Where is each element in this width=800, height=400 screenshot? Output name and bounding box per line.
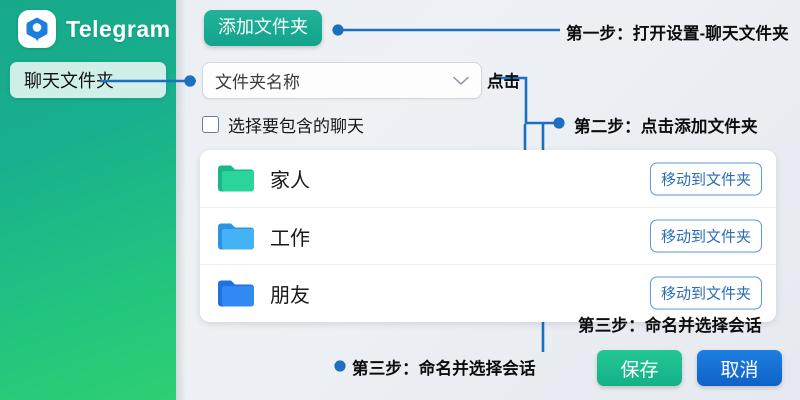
telegram-logo-icon [18,10,56,48]
folder-name-input[interactable]: 文件夹名称 [202,62,482,99]
annotation-step-1: 第一步：打开设置-聊天文件夹 [566,25,789,43]
folder-name: 家人 [270,170,310,192]
table-row[interactable]: 家人 移动到文件夹 [200,150,776,207]
folder-icon [218,280,254,306]
folder-name-value: 文件夹名称 [215,73,300,92]
folder-icon [218,223,254,249]
annotation-click-label: 点击 [487,73,520,91]
folder-icon [218,165,254,192]
add-folder-button[interactable]: 添加文件夹 [204,10,322,46]
folder-list-card: 家人 移动到文件夹 工作 移动到文件夹 朋友 移动到文件夹 [200,150,776,322]
move-to-folder-button[interactable]: 移动到文件夹 [649,219,762,253]
folder-name: 朋友 [270,284,310,307]
move-to-folder-button[interactable]: 移动到文件夹 [649,276,762,310]
table-row[interactable]: 工作 移动到文件夹 [200,207,776,264]
cancel-button[interactable]: 取消 [697,350,782,386]
include-chats-checkbox[interactable] [202,116,219,133]
include-chats-checkbox-row[interactable]: 选择要包含的聊天 [202,112,364,137]
table-row[interactable]: 朋友 移动到文件夹 [200,264,776,321]
brand: Telegram [18,10,171,48]
move-to-folder-button[interactable]: 移动到文件夹 [649,162,762,195]
annotation-step-3-bottom: 第三步：命名并选择会话 [352,360,536,378]
include-chats-label: 选择要包含的聊天 [228,117,364,136]
annotation-step-2: 第二步：点击添加文件夹 [574,118,758,136]
sidebar-item-label: 聊天文件夹 [24,71,114,91]
sidebar-item-chat-folders[interactable]: 聊天文件夹 [10,62,166,98]
annotation-step-3-right: 第三步：命名并选择会话 [578,317,762,335]
sidebar: Telegram 聊天文件夹 [0,0,186,400]
save-button[interactable]: 保存 [597,350,682,386]
brand-name: Telegram [66,15,171,42]
folder-name: 工作 [270,227,310,250]
chevron-down-icon[interactable] [453,76,469,86]
